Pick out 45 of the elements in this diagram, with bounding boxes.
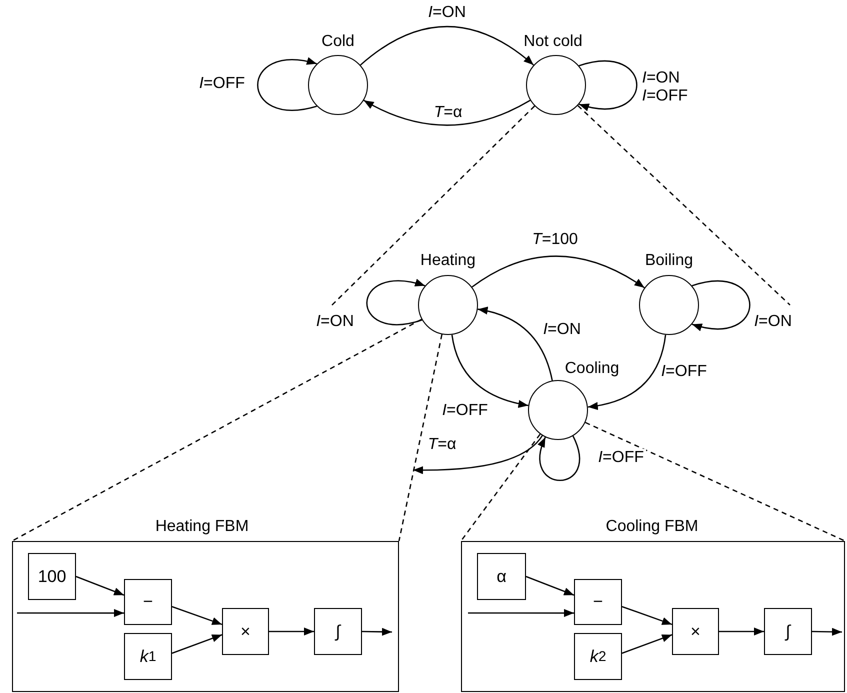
arrow bbox=[472, 256, 645, 288]
arrow bbox=[269, 628, 314, 636]
arrow bbox=[363, 100, 531, 126]
function-block: × bbox=[672, 608, 719, 655]
arrow bbox=[360, 26, 534, 66]
function-block: ∫ bbox=[314, 608, 362, 655]
panel-title: Heating FBM bbox=[155, 518, 249, 536]
arrow bbox=[17, 609, 124, 618]
arrow bbox=[588, 334, 666, 410]
arrow bbox=[478, 307, 553, 381]
dashed-line bbox=[398, 334, 443, 542]
arrow bbox=[413, 435, 543, 474]
state-name: Heating bbox=[420, 252, 476, 270]
arrow bbox=[257, 58, 317, 111]
arrow bbox=[76, 576, 124, 596]
arrow bbox=[622, 606, 672, 626]
arrow bbox=[172, 606, 222, 626]
function-block: − bbox=[574, 579, 622, 625]
function-block: × bbox=[222, 608, 269, 655]
arrow bbox=[719, 628, 764, 636]
arrow bbox=[526, 576, 574, 596]
dashed-line bbox=[330, 106, 536, 308]
dashed-line bbox=[460, 434, 541, 542]
state-name: Boiling bbox=[644, 252, 694, 270]
arrow bbox=[812, 628, 842, 636]
dashed-line bbox=[585, 422, 846, 542]
panel-title: Cooling FBM bbox=[606, 518, 698, 536]
state-name: Not cold bbox=[524, 33, 582, 51]
arrow bbox=[362, 628, 392, 636]
function-block: α bbox=[477, 553, 526, 600]
arrow bbox=[622, 634, 672, 654]
state-name: Cooling bbox=[564, 360, 620, 378]
dashed-line bbox=[12, 318, 422, 542]
arrow bbox=[366, 279, 426, 325]
function-block: − bbox=[124, 579, 172, 625]
dashed-line bbox=[577, 105, 790, 306]
arrow bbox=[692, 280, 750, 330]
function-block: ∫ bbox=[764, 608, 812, 655]
arrow bbox=[578, 60, 638, 110]
arrow bbox=[451, 334, 528, 408]
arrow bbox=[172, 634, 222, 654]
arrow bbox=[468, 609, 574, 618]
arrow bbox=[538, 436, 580, 481]
state-name: Cold bbox=[322, 33, 354, 51]
function-block: 100 bbox=[28, 553, 76, 600]
